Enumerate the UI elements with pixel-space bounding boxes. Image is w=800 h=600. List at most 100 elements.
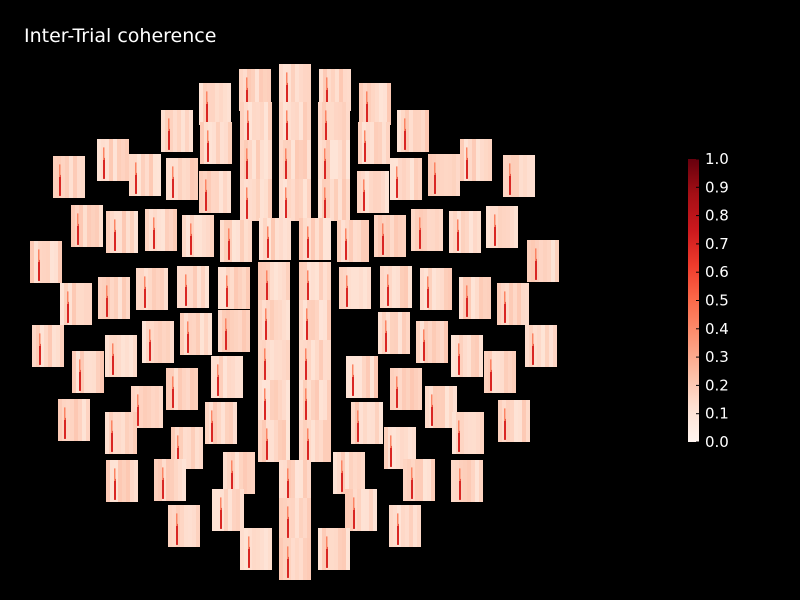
- sensor-panel: [161, 110, 193, 152]
- sensor-panel: [525, 325, 557, 367]
- sensor-panel: [378, 312, 410, 354]
- sensor-panel: [154, 459, 186, 501]
- sensor-panel: [32, 325, 64, 367]
- sensor-panel: [258, 262, 290, 304]
- sensor-panel: [212, 489, 244, 531]
- sensor-panel: [333, 452, 365, 494]
- sensor-panel: [211, 356, 243, 398]
- sensor-panel: [358, 122, 390, 164]
- sensor-panel: [71, 205, 103, 247]
- colorbar-tick-label: 0.9: [705, 178, 729, 196]
- sensor-panel: [299, 262, 331, 304]
- colorbar-tick-label: 0.1: [705, 405, 729, 423]
- sensor-panel: [498, 400, 530, 442]
- sensor-panel: [60, 283, 92, 325]
- sensor-panel: [240, 102, 272, 144]
- sensor-panel: [339, 267, 371, 309]
- sensor-panel: [105, 412, 137, 454]
- sensor-panel: [166, 368, 198, 410]
- sensor-panel: [390, 158, 422, 200]
- colorbar-tick-label: 0.0: [705, 433, 729, 450]
- sensor-panel: [359, 83, 391, 125]
- sensor-panel: [403, 459, 435, 501]
- sensor-panel: [425, 386, 457, 428]
- sensor-panel: [527, 240, 559, 282]
- colorbar-tick-label: 0.2: [705, 376, 729, 394]
- sensor-panel: [258, 340, 290, 382]
- sensor-panel: [58, 399, 90, 441]
- sensor-panel: [199, 171, 231, 213]
- sensor-panel: [397, 110, 429, 152]
- sensor-panel: [218, 267, 250, 309]
- sensor-panel: [97, 139, 129, 181]
- sensor-panel: [279, 179, 311, 221]
- sensor-panel: [299, 340, 331, 382]
- sensor-panel: [200, 122, 232, 164]
- sensor-panel: [380, 266, 412, 308]
- sensor-panel: [279, 460, 311, 502]
- sensor-panel: [98, 277, 130, 319]
- sensor-panel: [259, 218, 291, 260]
- sensor-panel: [451, 460, 483, 502]
- colorbar-tick-label: 0.8: [705, 207, 729, 225]
- sensor-panel: [318, 528, 350, 570]
- sensor-panel: [218, 310, 250, 352]
- sensor-panel: [106, 460, 138, 502]
- colorbar-gradient: [688, 159, 699, 442]
- sensor-panel: [205, 402, 237, 444]
- sensor-panel: [459, 277, 491, 319]
- sensor-panel: [279, 64, 311, 106]
- sensor-panel: [357, 171, 389, 213]
- sensor-panel: [168, 505, 200, 547]
- sensor-panel: [460, 139, 492, 181]
- colorbar-tick-label: 1.0: [705, 150, 729, 168]
- sensor-panel: [279, 498, 311, 540]
- sensor-panel: [428, 154, 460, 196]
- sensor-panel: [452, 412, 484, 454]
- sensor-panel: [345, 489, 377, 531]
- sensor-panel: [318, 179, 350, 221]
- sensor-panel: [72, 351, 104, 393]
- sensor-panel: [389, 505, 421, 547]
- sensor-panel: [220, 220, 252, 262]
- colorbar-tick-label: 0.7: [705, 235, 729, 253]
- sensor-panel: [299, 300, 331, 342]
- sensor-panel: [166, 158, 198, 200]
- sensor-panel: [420, 268, 452, 310]
- sensor-panel: [106, 211, 138, 253]
- sensor-panel: [136, 268, 168, 310]
- sensor-panel: [53, 156, 85, 198]
- sensor-panel: [299, 380, 331, 422]
- sensor-panel: [497, 283, 529, 325]
- sensor-panel: [279, 102, 311, 144]
- sensor-panel: [486, 206, 518, 248]
- sensor-panel: [199, 83, 231, 125]
- sensor-panel: [223, 452, 255, 494]
- sensor-panel: [449, 211, 481, 253]
- sensor-panel: [390, 368, 422, 410]
- sensor-panel: [129, 154, 161, 196]
- colorbar-tick-label: 0.6: [705, 263, 729, 281]
- sensor-panel: [145, 209, 177, 251]
- sensor-panel: [279, 538, 311, 580]
- sensor-panel: [503, 155, 535, 197]
- sensor-panel: [258, 300, 290, 342]
- sensor-panel: [240, 179, 272, 221]
- colorbar-tick-label: 0.3: [705, 348, 729, 366]
- colorbar-tick-label: 0.5: [705, 292, 729, 310]
- sensor-panel: [182, 215, 214, 257]
- sensor-panel: [451, 335, 483, 377]
- sensor-panel: [177, 266, 209, 308]
- sensor-panel: [240, 140, 272, 182]
- sensor-panel: [180, 313, 212, 355]
- sensor-panel: [299, 218, 331, 260]
- sensor-panel: [105, 335, 137, 377]
- sensor-panel: [374, 215, 406, 257]
- sensor-panel: [411, 209, 443, 251]
- sensor-panel: [346, 356, 378, 398]
- sensor-panel: [258, 380, 290, 422]
- sensor-panel: [279, 140, 311, 182]
- colorbar: 0.00.10.20.30.40.50.60.70.80.91.0: [688, 150, 729, 450]
